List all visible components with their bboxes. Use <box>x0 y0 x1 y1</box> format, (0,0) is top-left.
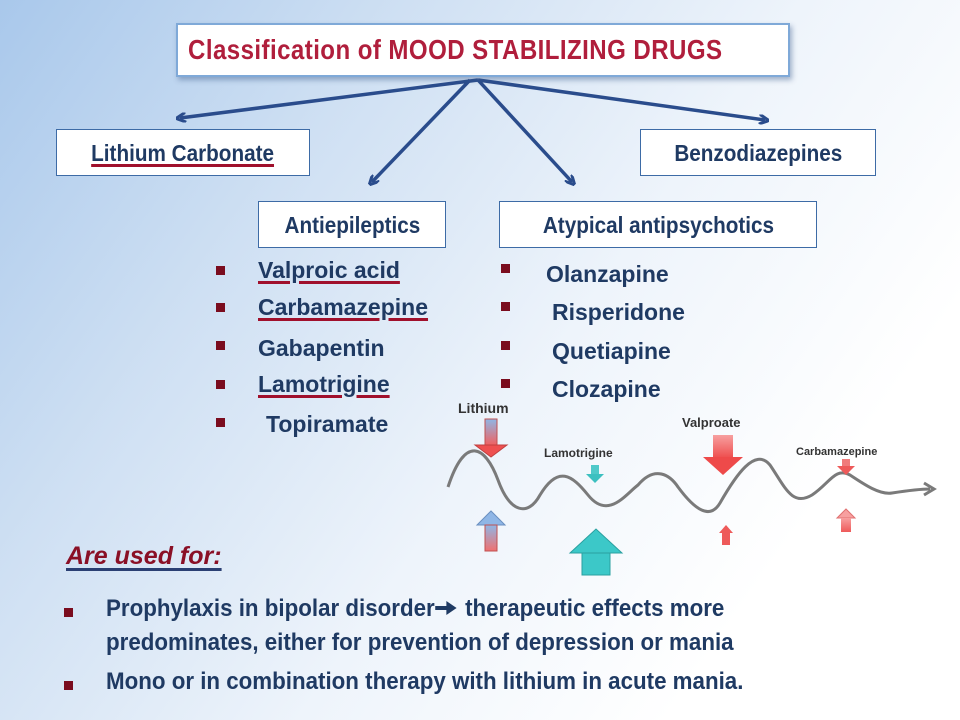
category-atypical: Atypical antipsychotics <box>499 201 817 248</box>
drug-quetiapine: Quetiapine <box>552 338 671 364</box>
carbamazepine-down-arrow <box>837 459 855 475</box>
used-for-item-1-text-a: Prophylaxis in bipolar disorder <box>106 595 435 622</box>
category-benzo-label: Benzodiazepines <box>674 140 842 166</box>
list-bullet <box>501 341 510 350</box>
label-valproate: Valproate <box>682 415 741 430</box>
para-bullet <box>64 608 73 617</box>
list-bullet <box>216 418 225 427</box>
label-carbamazepine: Carbamazepine <box>796 446 877 458</box>
list-bullet <box>501 379 510 388</box>
drug-lamotrigine: Lamotrigine <box>258 371 390 397</box>
category-lithium: Lithium Carbonate <box>56 129 310 176</box>
drug-olanzapine: Olanzapine <box>546 261 669 287</box>
list-bullet <box>216 380 225 389</box>
lithium-up-arrow <box>475 510 507 552</box>
arrow-to-antiepileptics <box>372 78 472 182</box>
lamotrigine-down-arrow <box>586 465 604 483</box>
valproate-up-arrow <box>719 525 733 545</box>
mood-wave-line <box>446 449 931 514</box>
list-bullet <box>216 303 225 312</box>
used-for-item-1-line-1: Prophylaxis in bipolar disorder therapeu… <box>106 595 724 623</box>
arrow-to-lithium <box>180 78 479 118</box>
category-atypical-label: Atypical antipsychotics <box>542 212 774 238</box>
used-for-item-1-text-b: therapeutic effects more <box>458 595 725 622</box>
lithium-down-arrow <box>473 418 509 458</box>
right-arrow-icon <box>435 601 458 615</box>
label-lamotrigine: Lamotrigine <box>544 446 613 460</box>
category-antiepileptics-label: Antiepileptics <box>284 212 420 238</box>
carbamazepine-up-arrow <box>835 508 857 532</box>
used-for-item-1-line-2: predominates, either for prevention of d… <box>106 629 734 656</box>
para-bullet <box>64 681 73 690</box>
valproate-down-arrow <box>703 435 743 475</box>
category-lithium-label: Lithium Carbonate <box>91 140 275 166</box>
drug-risperidone: Risperidone <box>552 299 685 325</box>
mood-wave-figure: Lithium Lamotrigine Valproate Carbamazep… <box>446 400 937 576</box>
drug-topiramate: Topiramate <box>266 411 389 437</box>
arrow-to-atypical <box>476 78 572 182</box>
used-for-item-2: Mono or in combination therapy with lith… <box>106 668 744 695</box>
drug-gabapentin: Gabapentin <box>258 335 385 361</box>
lamotrigine-up-arrow <box>568 528 624 576</box>
category-antiepileptics: Antiepileptics <box>258 201 446 248</box>
page-title: Classification of MOOD STABILIZING DRUGS <box>188 34 723 65</box>
drug-clozapine: Clozapine <box>552 376 661 402</box>
list-bullet <box>216 341 225 350</box>
list-bullet <box>216 266 225 275</box>
drug-carbamazepine: Carbamazepine <box>258 294 429 320</box>
title-box <box>176 23 790 77</box>
label-lithium: Lithium <box>458 400 509 416</box>
list-bullet <box>501 264 510 273</box>
drug-valproic-acid: Valproic acid <box>258 257 400 283</box>
list-bullet <box>501 302 510 311</box>
used-for-heading: Are used for: <box>66 542 222 570</box>
arrow-to-benzo <box>477 78 765 120</box>
category-benzodiazepines: Benzodiazepines <box>640 129 876 176</box>
